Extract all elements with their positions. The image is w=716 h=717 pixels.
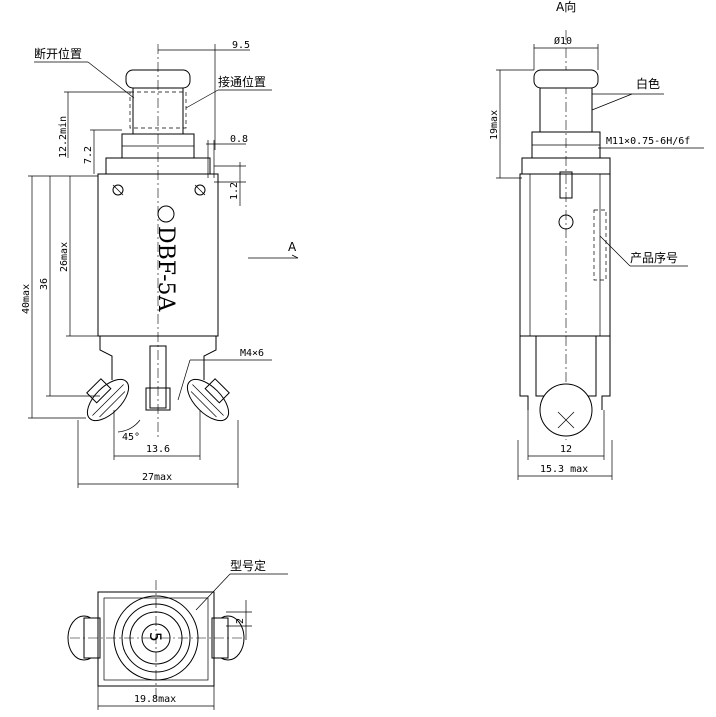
screw-right xyxy=(186,378,230,422)
callout-white-color: 白色 xyxy=(636,76,660,91)
side-button-cap xyxy=(533,69,599,89)
callout-model-number: 型号定 xyxy=(230,558,266,573)
dim-12-2min: 12.2min xyxy=(58,116,69,158)
terminal-bracket-right xyxy=(203,336,217,380)
dim-top-width: 9.5 xyxy=(232,40,250,51)
brand-logo-icon xyxy=(157,205,175,223)
dim-26max: 26max xyxy=(59,242,70,272)
arrow-label-a: A xyxy=(288,240,297,254)
dim-dia10: Ø10 xyxy=(554,35,572,47)
side-screw-head xyxy=(539,383,593,437)
dim-12: 12 xyxy=(560,444,572,455)
dim-screw: M4×6 xyxy=(240,348,264,359)
serial-number-area xyxy=(593,209,607,281)
breaker-body xyxy=(97,173,219,337)
dim-15-3max: 15.3 max xyxy=(540,464,588,475)
bottom-number: 5 xyxy=(146,632,165,642)
dim-0-8: 0.8 xyxy=(230,134,248,145)
bottom-housing xyxy=(97,591,215,687)
dim-27max: 27max xyxy=(142,472,172,483)
side-view: Ø10 19max 白色 M11×0.75-6H/6f 产品序号 12 15.3… xyxy=(489,30,704,480)
terminal-bracket-left xyxy=(99,336,113,380)
dim-19max: 19max xyxy=(489,110,500,140)
dim-1-2: 1.2 xyxy=(229,182,240,200)
product-marking: DBF-5A xyxy=(153,226,178,313)
center-terminal xyxy=(149,345,167,409)
rivet-right xyxy=(194,184,206,196)
dim-40max: 40max xyxy=(21,284,32,314)
closed-position-outline xyxy=(129,91,187,129)
dim-angle: 45° xyxy=(122,432,140,443)
rivet-left xyxy=(112,184,124,196)
dim-thread: M11×0.75-6H/6f xyxy=(606,136,690,147)
dim-2: 2 xyxy=(235,618,246,624)
dim-7-2: 7.2 xyxy=(83,146,94,164)
dim-13-6: 13.6 xyxy=(146,444,170,455)
screw-left xyxy=(86,378,130,422)
callout-closed-position: 接通位置 xyxy=(218,74,266,89)
bottom-view: 5 型号定 2 19.8max xyxy=(67,558,288,710)
view-label-a: A向 xyxy=(556,0,576,14)
front-view: DBF-5A 9.5 断开位置 接通位置 xyxy=(21,40,299,488)
callout-open-position: 断开位置 xyxy=(34,46,82,61)
dim-36: 36 xyxy=(39,278,50,290)
dim-19-8max: 19.8max xyxy=(134,694,176,705)
callout-serial-number: 产品序号 xyxy=(630,250,678,265)
